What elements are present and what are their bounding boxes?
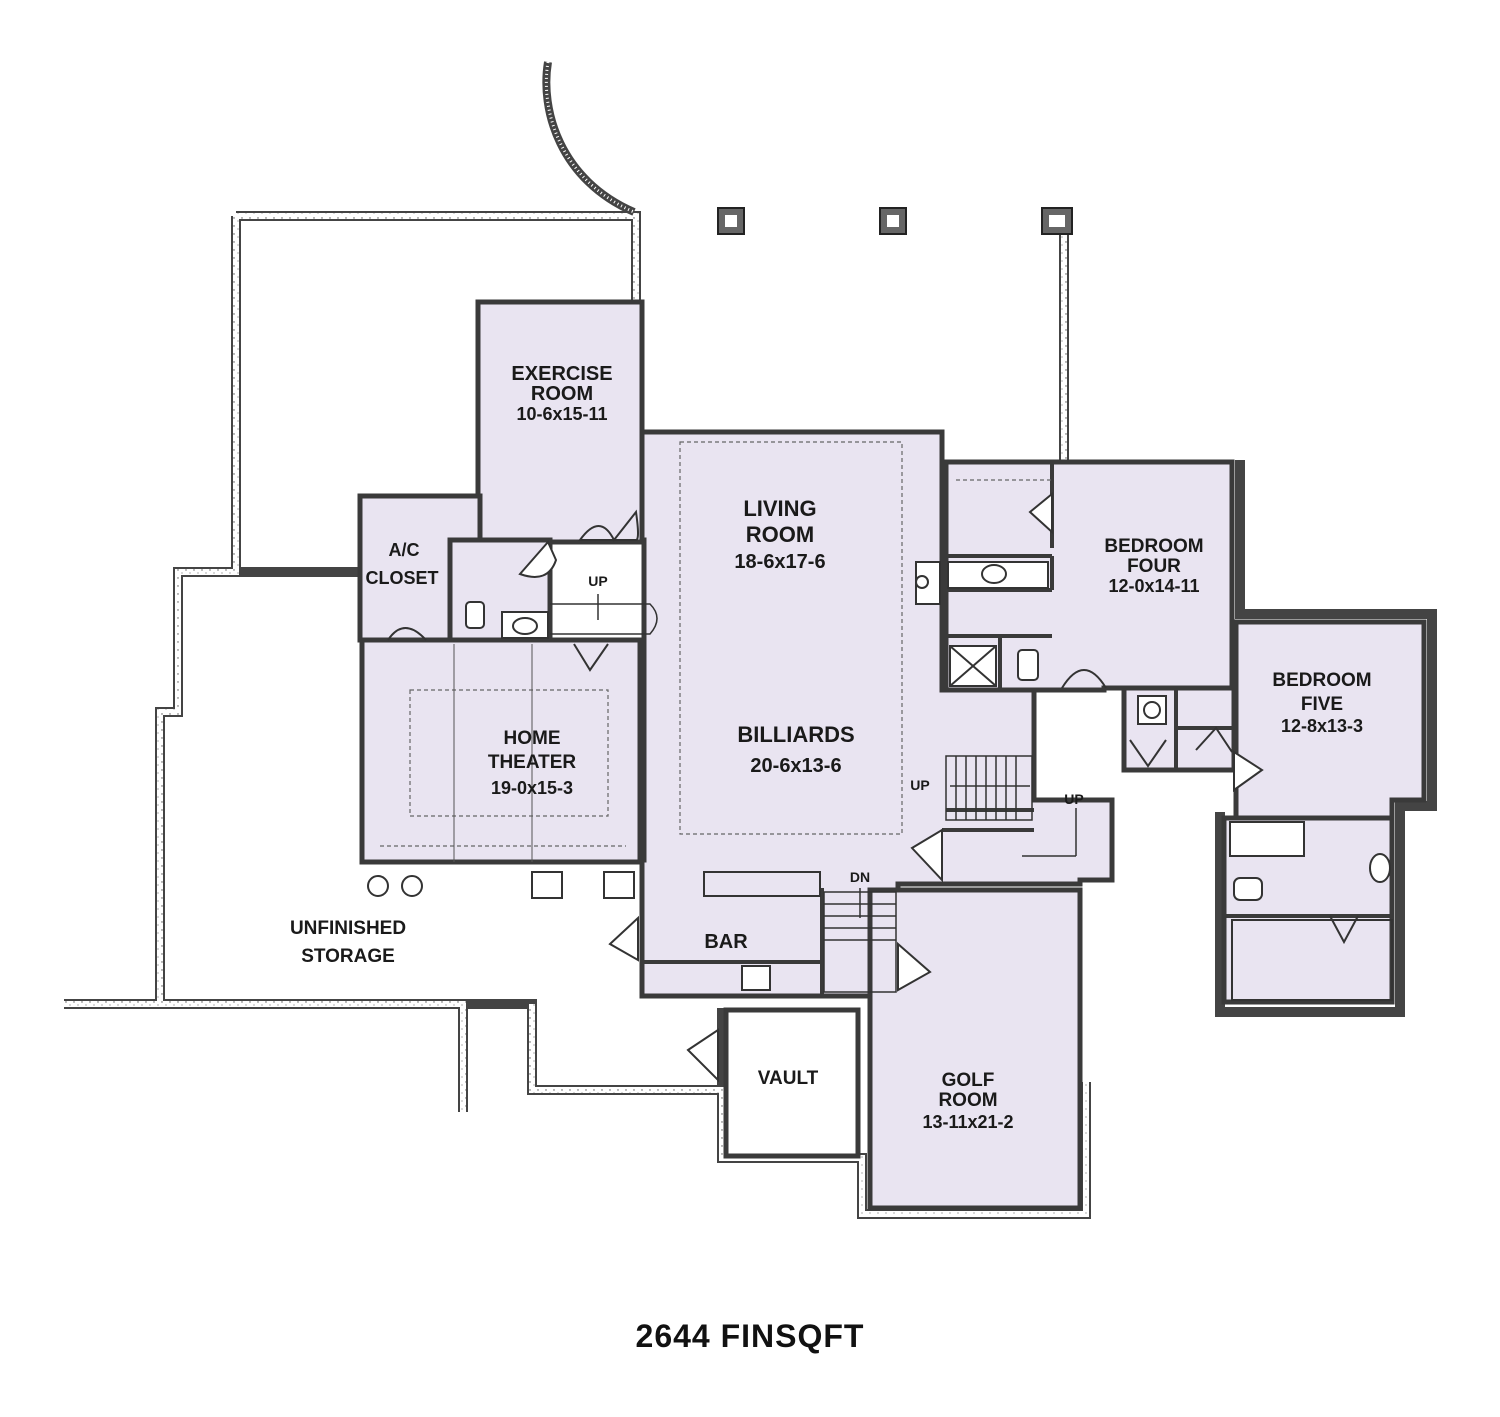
stair-up-label-2: UP — [910, 777, 929, 793]
exercise-room-name-1: EXERCISE — [511, 363, 612, 385]
ac-closet-name-2: CLOSET — [365, 568, 438, 588]
unfinished-storage-name-1: UNFINISHED — [290, 918, 406, 939]
billiards-size: 20-6x13-6 — [750, 755, 841, 777]
finished-square-footage: 2644 FINSQFT — [635, 1318, 865, 1354]
home-theater-room — [359, 637, 643, 865]
home-theater-name-2: THEATER — [488, 752, 577, 773]
interior-walls — [642, 462, 1394, 996]
unfinished-storage-name-2: STORAGE — [301, 946, 395, 967]
vault-room — [723, 1007, 861, 1159]
living-room-name-2: ROOM — [746, 522, 814, 547]
golf-room-size: 13-11x21-2 — [922, 1112, 1013, 1132]
bedroom-five-name-2: FIVE — [1301, 694, 1343, 715]
bedroom-four-room — [943, 459, 1235, 693]
stair-up-label-1: UP — [588, 573, 607, 589]
living-room-size: 18-6x17-6 — [734, 551, 825, 573]
bedroom-four-size: 12-0x14-11 — [1108, 576, 1199, 596]
curved-wall — [542, 61, 636, 216]
foundation-fill — [64, 213, 1089, 1217]
ac-closet-name-1: A/C — [389, 540, 420, 560]
bar-name: BAR — [704, 931, 748, 953]
exercise-room-name-2: ROOM — [531, 383, 593, 405]
exercise-room — [475, 299, 645, 545]
bedroom-four-name-2: FOUR — [1127, 556, 1181, 577]
door-swings — [387, 491, 1359, 1083]
stairs — [550, 594, 1077, 993]
stair-down-label: DN — [850, 869, 870, 885]
golf-room-name-2: ROOM — [938, 1090, 997, 1111]
room-labels: EXERCISE ROOM 10-6x15-11 A/C CLOSET LIVI… — [290, 363, 1372, 1132]
living-room-name-1: LIVING — [743, 496, 816, 521]
ceiling-outlines — [380, 441, 1052, 847]
exercise-room-size: 10-6x15-11 — [516, 404, 607, 424]
bedroom-five-size: 12-8x13-3 — [1281, 716, 1363, 736]
stair-up-label-3: UP — [1064, 791, 1083, 807]
bedroom-five-name-1: BEDROOM — [1272, 670, 1371, 691]
fixtures — [367, 561, 1393, 1001]
golf-room — [867, 887, 1083, 1211]
home-theater-name-1: HOME — [504, 728, 561, 749]
golf-room-name-1: GOLF — [942, 1070, 995, 1091]
vault-name: VAULT — [758, 1068, 819, 1089]
home-theater-size: 19-0x15-3 — [491, 778, 573, 798]
billiards-name: BILLIARDS — [737, 722, 854, 747]
bedroom-four-name-1: BEDROOM — [1104, 536, 1203, 557]
